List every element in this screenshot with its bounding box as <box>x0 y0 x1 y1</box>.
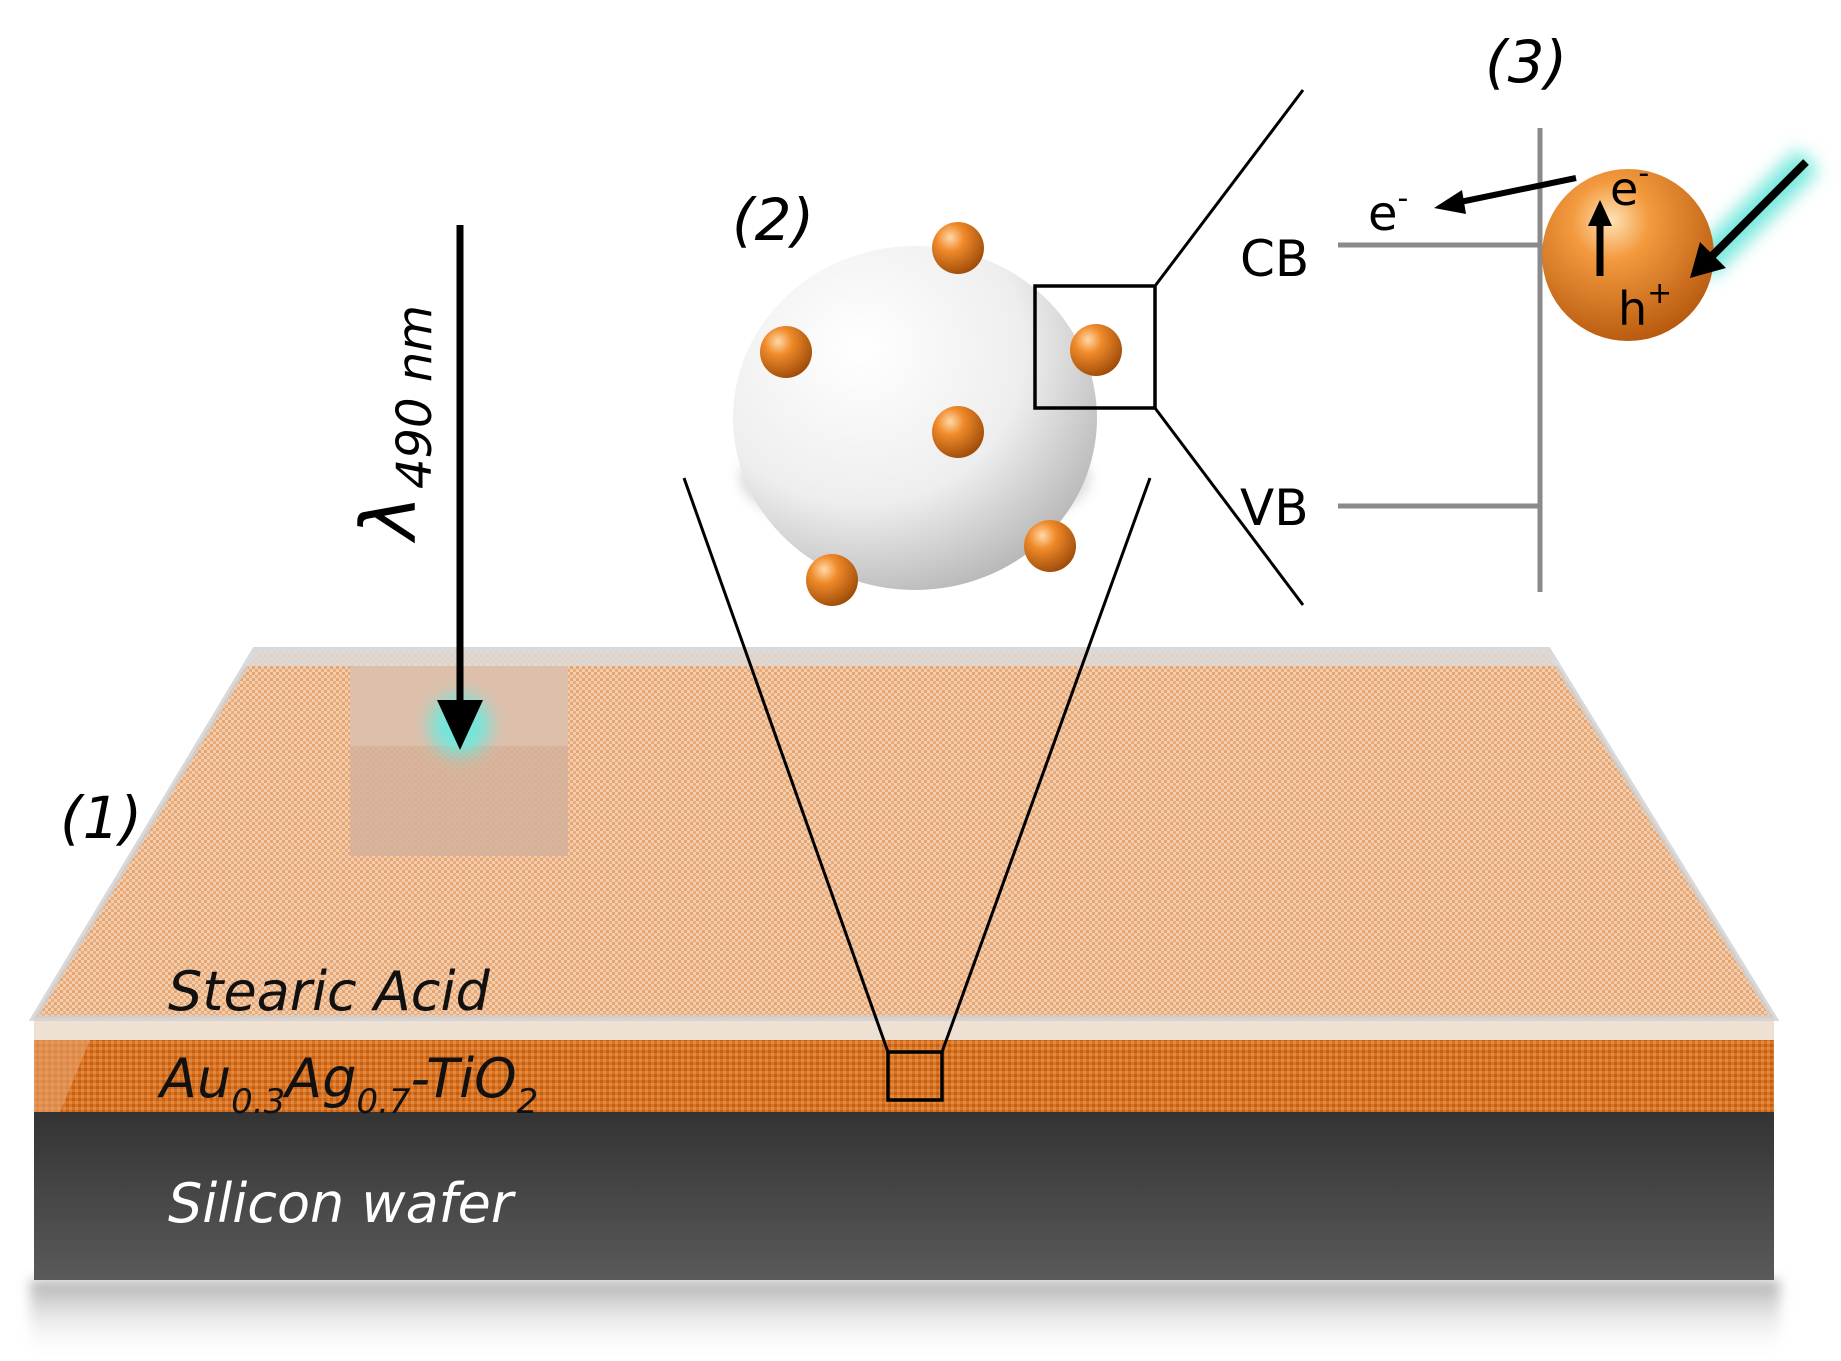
electron-transfer-arrowhead <box>1434 190 1466 214</box>
nanoparticle <box>760 326 812 378</box>
nanoparticle <box>1070 324 1122 376</box>
stearic-acid-top-rim <box>243 650 1560 666</box>
wavelength-label: λ 490 nm <box>344 305 443 544</box>
np-electron-label: e- <box>1610 156 1649 216</box>
svg-text:λ490 nm: λ 490 nm <box>344 305 443 544</box>
catalyst-layer-side-left <box>34 1040 90 1112</box>
tio2-sphere <box>733 246 1097 590</box>
zoom-line-right <box>940 477 1152 1053</box>
light-beam-arrowhead <box>437 700 483 750</box>
large-nanoparticle <box>1542 169 1714 341</box>
excitation-arrowhead <box>1588 200 1612 226</box>
zoom-line-left <box>682 477 890 1053</box>
nanoparticle <box>806 554 858 606</box>
wavelength-value: 490 nm <box>387 305 443 489</box>
nanoparticle <box>932 222 984 274</box>
incident-light-arrowhead <box>1690 242 1726 278</box>
nanoparticle <box>932 406 984 458</box>
nanoparticle <box>1024 520 1076 572</box>
catalyst-label: Au0.3Ag0.7-TiO2 <box>157 1047 538 1122</box>
incident-light-arrow <box>1709 159 1809 259</box>
wavelength-symbol: λ <box>344 495 433 544</box>
stearic-acid-layer-front <box>34 1018 1774 1040</box>
electron-transfer-arrow <box>1459 175 1577 205</box>
silicon-wafer-layer <box>34 1112 1774 1280</box>
panel-3-label: (3) <box>1485 28 1567 96</box>
free-electron-label: e- <box>1368 181 1408 242</box>
zoom-target-box <box>1033 284 1157 410</box>
silicon-wafer-label: Silicon wafer <box>168 1172 516 1235</box>
wafer-shadow <box>30 1280 1780 1360</box>
panel-1-label: (1) <box>60 784 142 852</box>
stearic-acid-label: Stearic Acid <box>168 960 490 1023</box>
vb-label: VB <box>1240 479 1309 537</box>
cb-label: CB <box>1240 230 1309 288</box>
catalyst-layer <box>34 1040 1774 1112</box>
zoom-line-lower <box>1153 407 1305 606</box>
zoom-source-box <box>886 1050 944 1102</box>
zoom-line-upper <box>1153 89 1305 287</box>
panel-2-label: (2) <box>732 186 814 254</box>
hole-label: h+ <box>1618 276 1672 336</box>
